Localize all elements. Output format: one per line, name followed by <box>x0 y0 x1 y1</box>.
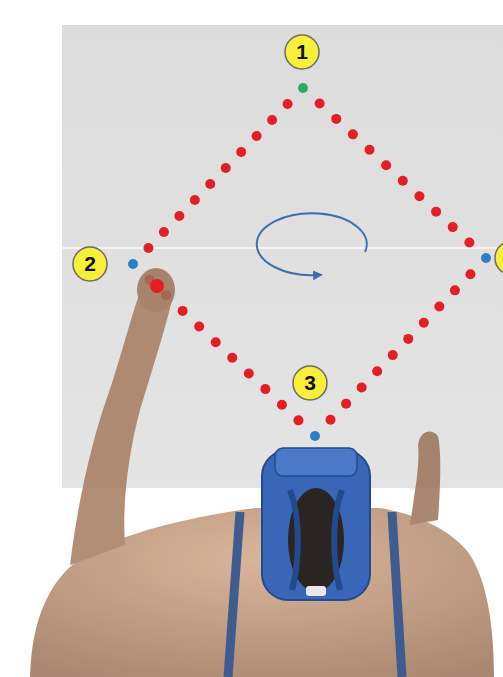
path-dot <box>419 318 429 328</box>
path-dot <box>194 322 204 332</box>
path-dot <box>464 238 474 248</box>
path-dot <box>159 227 169 237</box>
person <box>30 268 494 677</box>
target-marker <box>481 253 491 263</box>
path-dot <box>326 415 336 425</box>
callout-number: 1 <box>285 35 319 69</box>
panel-seam <box>62 247 503 249</box>
shirt-strap <box>392 512 402 677</box>
path-dot <box>227 353 237 363</box>
path-dot <box>465 269 475 279</box>
path-dot <box>277 400 287 410</box>
path-dot <box>190 195 200 205</box>
path-dot <box>174 211 184 221</box>
path-dot <box>448 222 458 232</box>
path-dot <box>205 179 215 189</box>
path-dot <box>450 285 460 295</box>
rotation-arrow <box>257 213 367 275</box>
path-dot <box>341 399 351 409</box>
path-dot <box>365 145 375 155</box>
callout-circle <box>495 241 503 275</box>
path-dot <box>434 302 444 312</box>
path-dot <box>398 176 408 186</box>
left-hand <box>137 268 175 312</box>
path-dot <box>331 114 341 124</box>
target-marker <box>128 259 138 269</box>
path-dot <box>260 384 270 394</box>
left-arm <box>70 292 172 565</box>
path-dot <box>283 99 293 109</box>
path-dot <box>357 382 367 392</box>
dot-path <box>143 98 475 425</box>
path-dot <box>403 334 413 344</box>
path-dot <box>388 350 398 360</box>
start-marker <box>298 83 308 93</box>
path-dot <box>244 368 254 378</box>
path-dot <box>211 337 221 347</box>
path-dot <box>267 115 277 125</box>
path-dot <box>414 191 424 201</box>
callout-circle <box>73 247 107 281</box>
path-dot <box>348 129 358 139</box>
callout-number: 2 <box>73 247 107 281</box>
callout-number: 3 <box>293 366 327 400</box>
path-dot <box>178 306 188 316</box>
callout-circle <box>293 366 327 400</box>
right-hand <box>410 431 440 525</box>
callout-circle <box>285 35 319 69</box>
path-dot <box>252 131 262 141</box>
path-dot <box>236 147 246 157</box>
path-dot <box>431 207 441 217</box>
path-dot <box>381 160 391 170</box>
target-marker <box>310 431 320 441</box>
path-dot <box>221 163 231 173</box>
path-dot <box>143 243 153 253</box>
path-dot <box>372 366 382 376</box>
path-dot <box>315 98 325 108</box>
shirt-strap <box>228 512 240 677</box>
hand-cursor <box>150 279 164 293</box>
path-dot <box>293 415 303 425</box>
vr-headset <box>262 448 370 600</box>
